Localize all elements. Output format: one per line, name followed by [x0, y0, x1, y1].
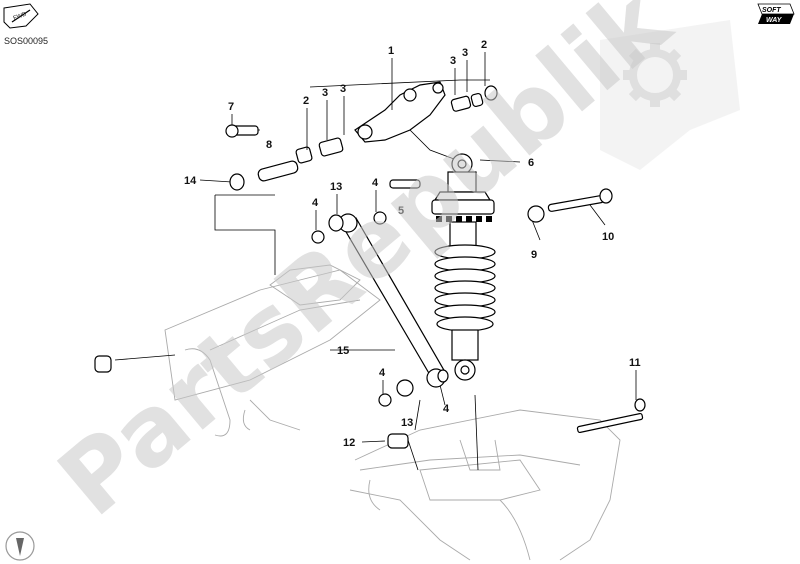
- callout-3a: 3: [322, 87, 328, 99]
- callout-13b: 13: [401, 417, 413, 429]
- callout-10: 10: [602, 231, 614, 243]
- callout-5: 5: [398, 205, 404, 217]
- bolts: [94, 179, 646, 434]
- corner-emblem-icon: [5, 531, 35, 561]
- upper-left-pin-stack: [225, 124, 344, 191]
- callout-6: 6: [528, 157, 534, 169]
- svg-text:SOFT: SOFT: [762, 7, 781, 14]
- callout-4c: 4: [379, 367, 386, 379]
- callout-9: 9: [531, 249, 537, 261]
- watermark-text: PartsRepublik: [38, 0, 692, 538]
- upper-right-bushings: [450, 85, 498, 112]
- callout-2b: 2: [481, 39, 487, 51]
- callout-11: 11: [629, 357, 641, 369]
- callout-4b: 4: [372, 177, 379, 189]
- callout-12: 12: [343, 437, 355, 449]
- callout-2a: 2: [303, 95, 309, 107]
- watermark-flag-icon: [600, 20, 740, 170]
- drawing-code: SOS00095: [4, 36, 48, 46]
- callout-1: 1: [388, 45, 394, 57]
- soft-way-logo: SOFT WAY: [757, 3, 795, 24]
- callout-leaders: [231, 52, 486, 443]
- swingarm-outline: [164, 264, 621, 561]
- svg-text:FWD: FWD: [13, 11, 29, 22]
- callout-4d: 4: [443, 403, 450, 415]
- callout-3b: 3: [340, 83, 346, 95]
- callout-14: 14: [184, 175, 197, 187]
- callout-8: 8: [266, 139, 272, 151]
- callout-labels: 1 2 2 3 3 3 3 4 4 4 4 5 6 7 8 9 10 11 12…: [184, 39, 641, 449]
- rocker-part: [354, 81, 446, 143]
- callout-15: 15: [337, 345, 349, 357]
- callout-7: 7: [228, 101, 234, 113]
- tie-rod-hardware: [311, 211, 449, 449]
- callout-13a: 13: [330, 181, 342, 193]
- callout-4a: 4: [312, 197, 319, 209]
- shock-absorber: [431, 153, 496, 381]
- callout-3d: 3: [462, 47, 468, 59]
- callout-3c: 3: [450, 55, 456, 67]
- front-direction-icon: FWD: [3, 3, 39, 29]
- svg-text:WAY: WAY: [766, 17, 783, 24]
